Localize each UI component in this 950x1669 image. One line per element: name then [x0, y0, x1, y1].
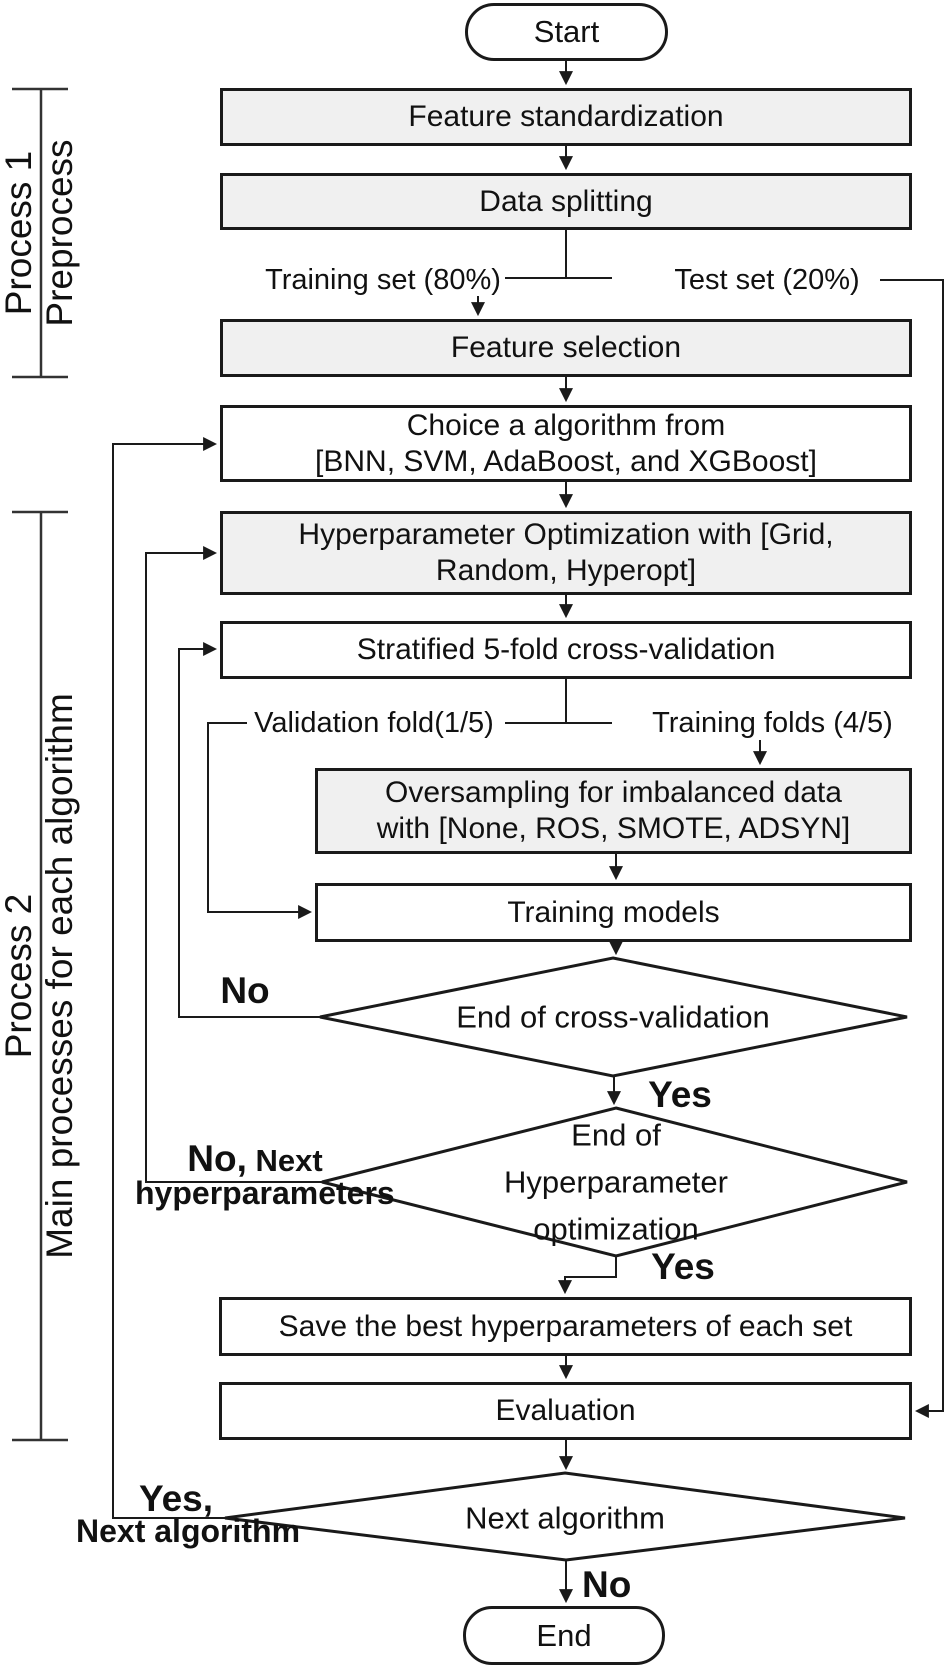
process1-bracket: [12, 87, 68, 379]
stratified-cv-node: Stratified 5-fold cross-validation: [220, 621, 912, 679]
next-algorithm-diamond: [224, 1471, 906, 1562]
evaluation-node: Evaluation: [219, 1382, 912, 1440]
line-endhp-no-loop: [145, 546, 322, 1183]
oversampling-line1: Oversampling for imbalanced data: [385, 776, 842, 809]
oversampling-line2: with [None, ROS, SMOTE, ADSYN]: [376, 812, 851, 845]
line-endcv-no-loop: [178, 642, 320, 1018]
choice-algorithm-line2: [BNN, SVM, AdaBoost, and XGBoost]: [315, 444, 817, 478]
stratified-cv-label: Stratified 5-fold cross-validation: [356, 633, 776, 666]
line-nextalgo-yes-loop: [112, 437, 225, 1519]
yes-cv-label: Yes: [648, 1074, 712, 1115]
feature-selection-label: Feature selection: [450, 331, 682, 364]
yes-next-line1: Yes,: [138, 1478, 214, 1519]
no-hp-big: No,: [187, 1138, 247, 1179]
end-of-hp-line1: End of: [571, 1117, 661, 1153]
validation-fold-label: Validation fold(1/5): [254, 707, 494, 739]
training-models-label: Training models: [507, 895, 720, 929]
save-best-node: Save the best hyperparameters of each se…: [219, 1297, 912, 1356]
save-best-label: Save the best hyperparameters of each se…: [278, 1309, 853, 1343]
end-of-hp-diamond: [321, 1106, 908, 1258]
oversampling-node: Oversampling for imbalanced data with [N…: [315, 768, 912, 854]
end-node: End: [463, 1606, 665, 1665]
process2-title: Process 2: [0, 893, 39, 1059]
test-set-label: Test set (20%): [674, 264, 860, 296]
yes-next-algorithm-label: Yes, Next algorithm: [76, 1478, 301, 1549]
hyperparameter-optimization-node: Hyperparameter Optimization with [Grid, …: [220, 511, 912, 595]
yes-hp-label: Yes: [651, 1246, 715, 1287]
hyperparameter-optimization-line2: Random, Hyperopt]: [435, 554, 697, 587]
end-of-cv-diamond: [319, 956, 908, 1078]
data-splitting-node: Data splitting: [220, 173, 912, 230]
line-validationfold-to-training: [207, 722, 313, 919]
process2-subtitle: Main processes for each algorithm: [39, 693, 80, 1259]
hyperparameter-optimization-line1: Hyperparameter Optimization with [Grid,: [298, 518, 834, 551]
training-folds-label: Training folds (4/5): [652, 707, 893, 739]
no-hp-rest: Next: [255, 1143, 323, 1178]
feature-selection-node: Feature selection: [220, 319, 912, 377]
next-algorithm-label: Next algorithm: [465, 1500, 665, 1536]
no-hp-line2: hyperparameters: [135, 1175, 395, 1211]
feature-standardization-label: Feature standardization: [408, 100, 724, 133]
no-end-label: No: [582, 1564, 632, 1605]
data-splitting-label: Data splitting: [479, 184, 653, 218]
process1-subtitle: Preprocess: [39, 139, 80, 327]
choice-algorithm-node: Choice a algorithm from [BNN, SVM, AdaBo…: [220, 405, 912, 482]
end-of-cv-label: End of cross-validation: [456, 999, 770, 1035]
end-of-hp-label: End of Hyperparameter optimization: [504, 1112, 728, 1253]
process2-bracket: [12, 510, 68, 1442]
training-set-label: Training set (80%): [265, 264, 501, 296]
no-next-hyperparameters-label: No, Next hyperparameters: [135, 1140, 395, 1211]
line-testset-to-evaluation: [880, 279, 944, 1418]
training-models-node: Training models: [315, 883, 912, 942]
start-label: Start: [533, 14, 600, 49]
feature-standardization-node: Feature standardization: [220, 88, 912, 146]
end-label: End: [536, 1617, 592, 1653]
evaluation-label: Evaluation: [495, 1394, 636, 1427]
line-endhp-yes: [558, 1256, 617, 1295]
choice-algorithm-line1: Choice a algorithm from: [406, 408, 726, 442]
no-cv-label: No: [220, 970, 270, 1011]
end-of-hp-line2: Hyperparameter: [504, 1164, 728, 1200]
yes-next-line2: Next algorithm: [76, 1513, 301, 1549]
start-node: Start: [465, 3, 668, 61]
end-of-hp-line3: optimization: [533, 1211, 699, 1247]
process1-title: Process 1: [0, 150, 39, 316]
